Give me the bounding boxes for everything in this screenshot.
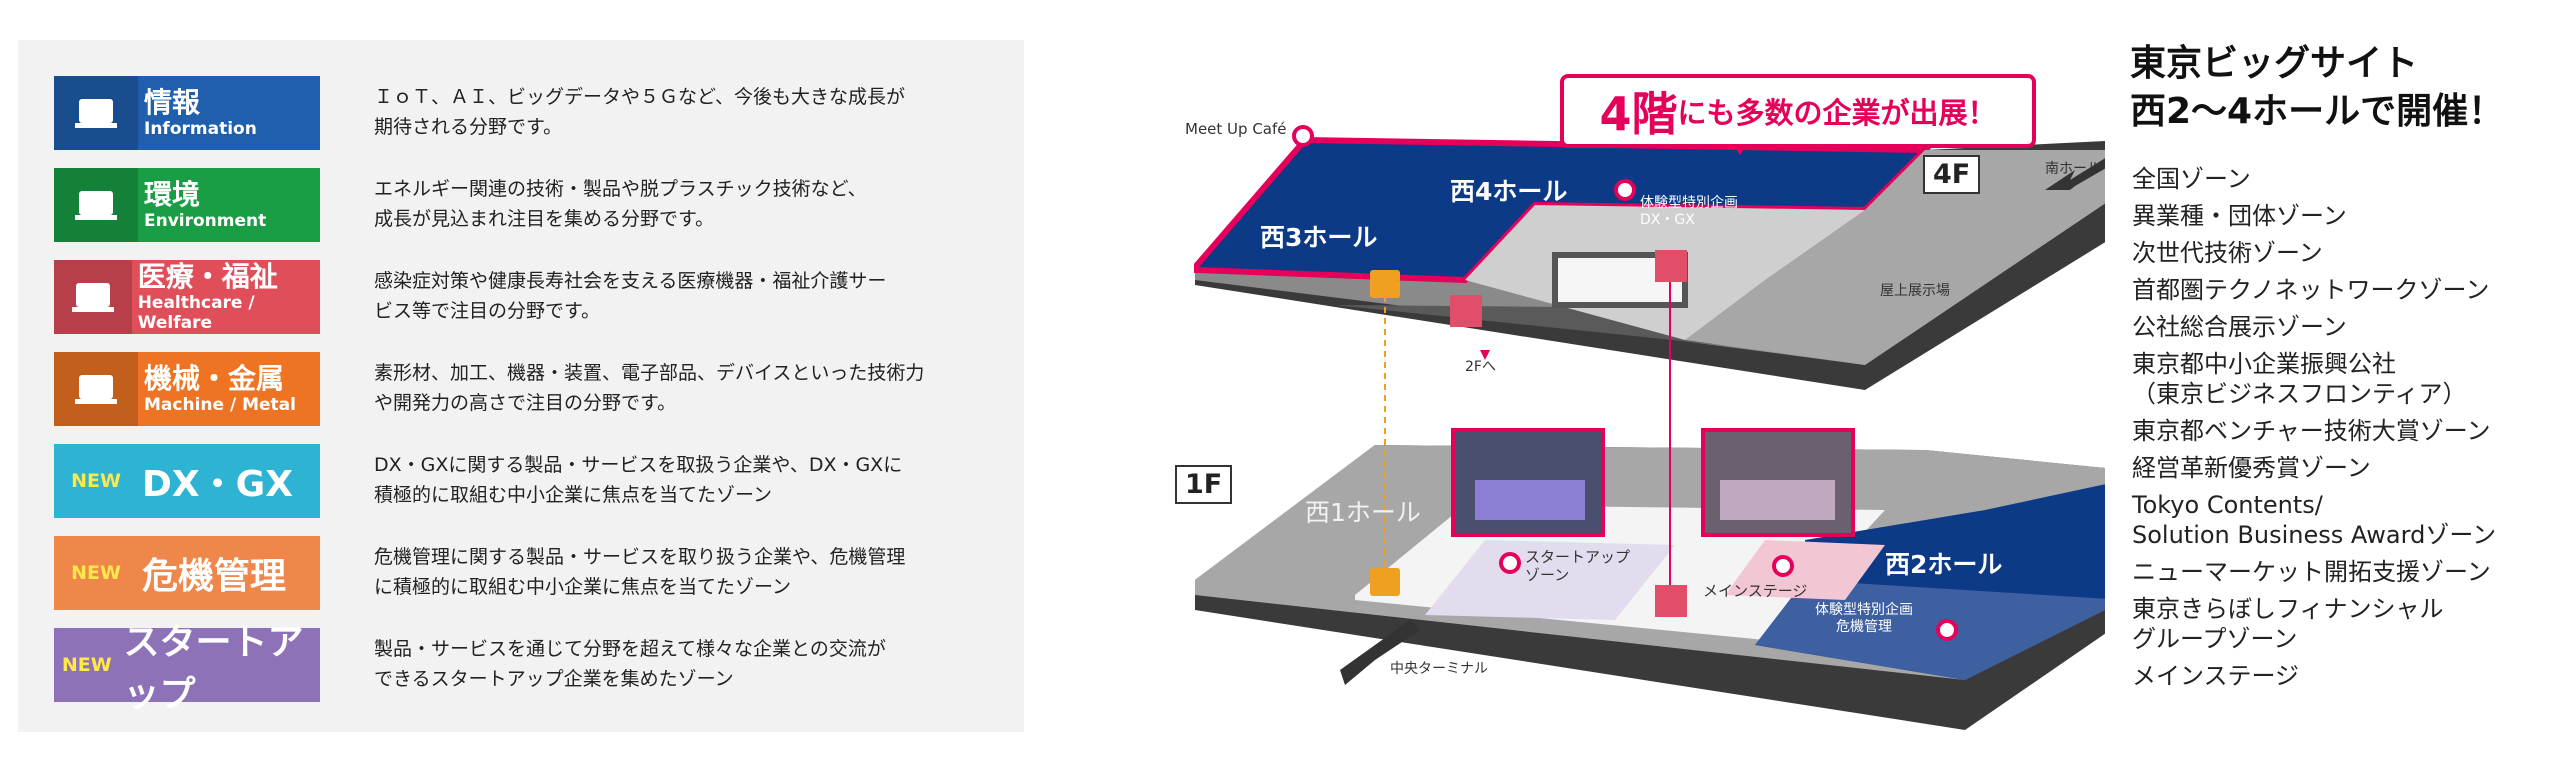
category-badge: NEW スタートアップ	[54, 622, 320, 715]
rooftop-label: 屋上展示場	[1880, 283, 1950, 299]
leaf-icon	[54, 168, 138, 242]
escalator-icon	[1450, 295, 1482, 327]
category-title: 医療・福祉	[137, 260, 278, 293]
1f-special-area	[1755, 580, 2105, 680]
laptop-icon	[54, 76, 138, 150]
category-badge: NEW 危機管理	[54, 536, 320, 610]
zone-item: 公社総合展示ゾーン	[2132, 313, 2347, 341]
terminal-arrow-icon	[1340, 620, 1420, 685]
to-2f-label: 2Fへ	[1465, 359, 1496, 375]
pin-icon	[1936, 619, 1958, 641]
pin-icon	[1772, 555, 1794, 577]
category-title: 情報	[144, 86, 201, 119]
category-description: 製品・サービスを通じて分野を超えて様々な企業との交流が できるスタートアップ企業…	[374, 638, 886, 690]
elevator-icon	[1370, 568, 1400, 596]
category-title: 危機管理	[142, 556, 287, 597]
zone-item: 東京都ベンチャー技術大賞ゾーン	[2132, 417, 2491, 445]
category-subtitle: Healthcare / Welfare	[137, 293, 255, 333]
category-description: 危機管理に関する製品・サービスを取り扱う企業や、危機管理 に積極的に取組む中小企…	[374, 546, 906, 598]
category-row: NEW 危機管理 危機管理に関する製品・サービスを取り扱う企業や、危機管理 に積極的…	[54, 536, 1014, 610]
category-description: ＩｏＴ、ＡＩ、ビッグデータや５Ｇなど、今後も大きな成長が 期待される分野です。	[374, 86, 906, 138]
escalator-icon	[1655, 585, 1687, 617]
meetup-cafe-label: Meet Up Café	[1185, 120, 1287, 138]
west3-hall-label: 西3ホール	[1260, 223, 1378, 252]
startup-zone-label: スタートアップ ゾーン	[1525, 548, 1631, 584]
floor-4f-label: 4F	[1923, 155, 1981, 194]
category-subtitle: Information	[144, 119, 257, 139]
main-stage-label: メインステージ	[1703, 582, 1808, 600]
category-description: エネルギー関連の技術・製品や脱プラスチック技術など、 成長が見込まれ注目を集める…	[374, 178, 867, 230]
category-title: スタートアップ	[123, 622, 304, 715]
new-badge: NEW	[71, 470, 121, 492]
west1-hall-label: 西1ホール	[1305, 498, 1421, 527]
syringe-icon	[54, 260, 132, 334]
photo-left-crowd	[1475, 480, 1585, 520]
zone-item: 経営革新優秀賞ゾーン	[2132, 454, 2371, 482]
west4-hall-label: 西4ホール	[1450, 177, 1568, 206]
pin-icon	[1292, 125, 1314, 147]
zone-item: Tokyo Contents/ Solution Business Awardゾ…	[2132, 491, 2497, 549]
pin-icon	[1499, 552, 1521, 574]
floor-1f-label: 1F	[1175, 465, 1233, 504]
venue-map: 4階 にも多数の企業が出展！ 4F 1F Meet Up Café 西3ホール …	[1165, 40, 2105, 740]
special-1f-label: 体験型特別企画 危機管理	[1815, 602, 1913, 635]
new-badge: NEW	[71, 562, 121, 584]
category-title: 環境	[144, 178, 201, 211]
zone-item: 首都圏テクノネットワークゾーン	[2132, 276, 2490, 304]
zone-item: 東京都中小企業振興公社 （東京ビジネスフロンティア）	[2132, 350, 2467, 408]
zone-item: メインステージ	[2132, 662, 2300, 690]
category-row: NEW DX・GX DX・GXに関する製品・サービスを取扱う企業や、DX・GXに 積…	[54, 444, 1014, 518]
callout-text: にも多数の企業が出展！	[1677, 96, 1997, 130]
category-badge: NEW DX・GX	[54, 444, 320, 518]
category-title: DX・GX	[142, 464, 293, 505]
rooftop-area	[1685, 150, 2105, 365]
photo-right-crowd	[1720, 480, 1835, 520]
south-hall-label: 南ホール	[2045, 161, 2101, 177]
category-description: DX・GXに関する製品・サービスを取扱う企業や、DX・GXに 積極的に取組む中小…	[374, 454, 903, 506]
callout-4f: 4階 にも多数の企業が出展！	[1560, 74, 2036, 148]
floor-map-graphic	[1194, 125, 2105, 730]
new-badge: NEW	[61, 654, 112, 676]
central-terminal-label: 中央ターミナル	[1390, 661, 1488, 677]
startup-zone-area	[1425, 540, 1675, 620]
category-subtitle: Machine / Metal	[144, 395, 296, 415]
category-row: NEW スタートアップ 製品・サービスを通じて分野を超えて様々な企業との交流が でき…	[54, 622, 1014, 715]
pin-icon	[1614, 179, 1636, 201]
west2-hall-label: 西2ホール	[1885, 550, 2003, 579]
category-description: 素形材、加工、機器・装置、電子部品、デバイスといった技術力 や開発力の高さで注目…	[374, 362, 925, 414]
zone-item: ニューマーケット開拓支援ゾーン	[2132, 558, 2491, 586]
escalator-icon	[1655, 250, 1687, 282]
callout-big-text: 4階	[1599, 87, 1678, 141]
category-title: 機械・金属	[144, 362, 285, 395]
zone-item: 異業種・団体ゾーン	[2132, 202, 2347, 230]
zone-item: 全国ゾーン	[2132, 165, 2251, 193]
gears-icon	[54, 352, 138, 426]
category-description: 感染症対策や健康長寿社会を支える医療機器・福祉介護サー ビス等で注目の分野です。	[374, 270, 887, 322]
south-arrow-icon	[2045, 158, 2105, 190]
venue-title: 東京ビッグサイト 西2〜4ホールで開催！	[2130, 43, 2505, 132]
elevator-icon	[1370, 270, 1400, 298]
main-stage-area	[1725, 540, 1885, 600]
down-arrow-icon	[1480, 350, 1490, 360]
zone-item: 次世代技術ゾーン	[2132, 239, 2323, 267]
zone-list: 全国ゾーン異業種・団体ゾーン次世代技術ゾーン首都圏テクノネットワークゾーン公社総…	[2132, 164, 2496, 698]
special-4f-label: 体験型特別企画 DX・GX	[1640, 195, 1738, 228]
zone-item: 東京きらぼしフィナンシャル グループゾーン	[2132, 595, 2444, 653]
category-subtitle: Environment	[144, 211, 267, 231]
